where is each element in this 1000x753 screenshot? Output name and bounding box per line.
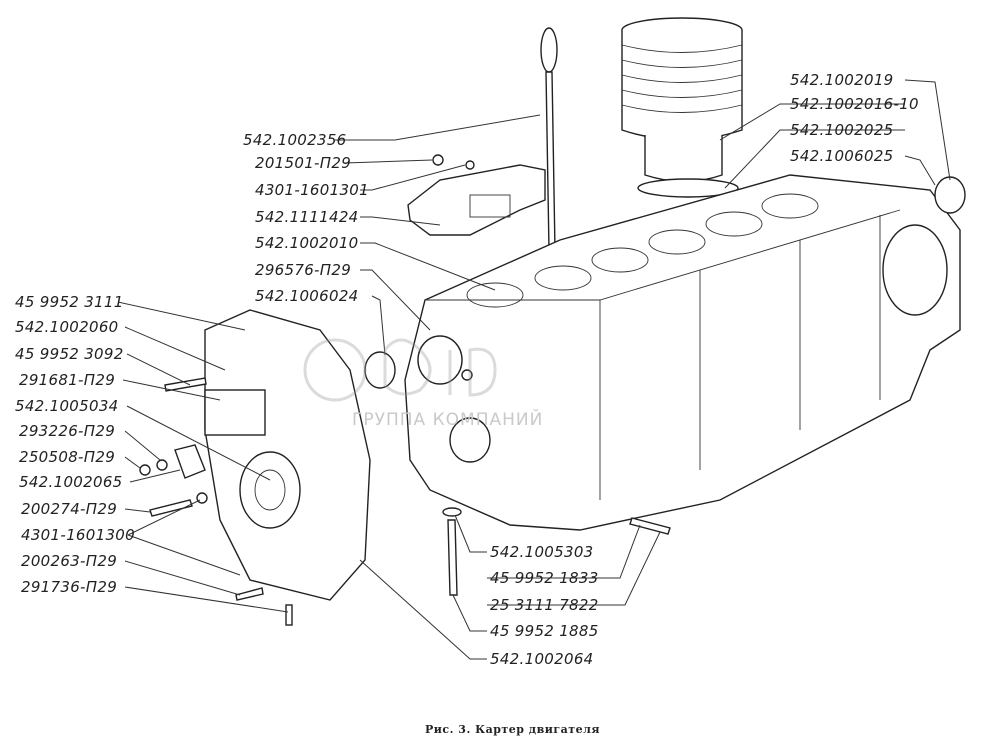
label-bottom-4: 542.1002064	[490, 650, 594, 668]
label-top-4: 542.1002010	[255, 234, 359, 252]
timing-cover	[164, 309, 371, 601]
label-left-2: 45 9952 3092	[15, 345, 124, 363]
label-left-11: 291736-П29	[21, 578, 118, 596]
label-left-10: 200263-П29	[21, 552, 118, 570]
label-top-5: 296576-П29	[255, 261, 352, 279]
label-right-1: 542.1002016-10	[790, 95, 919, 113]
bolt-200274	[149, 499, 193, 517]
label-left-4: 542.1005034	[15, 397, 119, 415]
watermark-text: ГРУППА КОМПАНИЙ	[352, 410, 544, 430]
seal-ring-left	[364, 351, 396, 389]
bolt-right	[629, 517, 671, 535]
washer-bottom	[442, 507, 462, 517]
label-bottom-2: 25 3111 7822	[490, 596, 599, 614]
label-right-3: 542.1006025	[790, 147, 894, 165]
label-bottom-0: 542.1005303	[490, 543, 594, 561]
label-left-6: 250508-П29	[19, 448, 116, 466]
nut	[139, 464, 151, 476]
cylinder-liner	[621, 17, 743, 198]
label-left-3: 291681-П29	[19, 371, 116, 389]
leader-lines	[117, 79, 951, 660]
stud	[285, 604, 293, 626]
label-bottom-3: 45 9952 1885	[490, 622, 599, 640]
label-left-0: 45 9952 3111	[15, 293, 124, 311]
label-right-0: 542.1002019	[790, 71, 894, 89]
label-right-2: 542.1002025	[790, 121, 894, 139]
label-top-1: 201501-П29	[255, 154, 352, 172]
label-top-0: 542.1002356	[243, 131, 347, 149]
label-top-6: 542.1006024	[255, 287, 359, 305]
bolt-200263	[235, 587, 264, 601]
seal-ring-right	[934, 176, 966, 214]
watermark-logo	[303, 338, 497, 402]
label-top-2: 4301-1601301	[255, 181, 369, 199]
label-top-3: 542.1111424	[255, 208, 359, 226]
label-left-9: 4301-1601300	[21, 526, 135, 544]
label-left-5: 293226-П29	[19, 422, 116, 440]
washer	[156, 459, 168, 471]
label-bottom-1: 45 9952 1833	[490, 569, 599, 587]
engine-block	[404, 174, 961, 531]
label-left-8: 200274-П29	[21, 500, 118, 518]
seal-segment	[174, 444, 206, 479]
figure-caption: Рис. 3. Картер двигателя	[425, 723, 600, 736]
bracket	[407, 154, 546, 236]
long-bolt	[447, 519, 458, 596]
label-left-7: 542.1002065	[19, 473, 123, 491]
washer-4301	[196, 492, 208, 504]
label-left-1: 542.1002060	[15, 318, 119, 336]
